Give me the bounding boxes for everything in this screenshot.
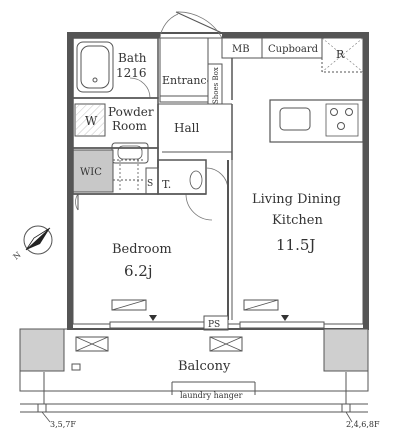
bedroom: Bedroom 6.2j bbox=[112, 242, 172, 280]
wall-right bbox=[363, 33, 368, 329]
bath-door-arc bbox=[129, 77, 151, 99]
wall-left bbox=[68, 33, 73, 329]
bedroom-label: Bedroom bbox=[112, 242, 172, 257]
bath-size: 1216 bbox=[116, 66, 147, 80]
shoes-box-label: Shoes Box bbox=[212, 67, 220, 104]
partitions bbox=[73, 160, 233, 320]
living-size: 11.5J bbox=[276, 236, 315, 254]
ac-arrow-bedroom bbox=[149, 315, 157, 321]
hall-door-arc bbox=[185, 193, 213, 221]
floor-pointer-right bbox=[345, 411, 353, 423]
entrance-door-leaf bbox=[175, 11, 223, 34]
toilet-door-arc bbox=[205, 167, 229, 191]
wic-label: WIC bbox=[80, 167, 102, 178]
laundry-hanger-label: laundry hanger bbox=[180, 391, 243, 400]
ps-shaft: PS bbox=[203, 315, 229, 331]
r-box-diagonal-2 bbox=[321, 37, 364, 73]
balcony-wall-left bbox=[19, 328, 65, 372]
ps-label: PS bbox=[208, 320, 220, 330]
wic-fill bbox=[72, 149, 114, 193]
wall-blocks bbox=[68, 33, 368, 329]
railing-foot-left bbox=[37, 403, 47, 413]
kitchen-counter bbox=[269, 99, 364, 143]
floor-pointer-left bbox=[41, 411, 51, 423]
burner-2 bbox=[345, 108, 353, 116]
r-box bbox=[321, 37, 364, 73]
burner-3 bbox=[337, 122, 345, 130]
powder-room-label-2: Room bbox=[112, 119, 147, 133]
r-label: R bbox=[336, 48, 345, 61]
entrance-door-arc bbox=[175, 11, 223, 39]
ac-unit-living bbox=[243, 299, 279, 311]
living-room: Living Dining Kitchen 11.5J bbox=[252, 192, 341, 254]
ac-unit-bedroom bbox=[111, 299, 147, 311]
storage-toilet: S T. bbox=[145, 159, 229, 221]
bath-room: Bath 1216 bbox=[72, 37, 159, 99]
floor-label-left: 3,5,7F bbox=[50, 420, 76, 429]
kitchen-sink-icon bbox=[279, 107, 311, 131]
outdoor-unit-left bbox=[75, 336, 109, 352]
hall-label: Hall bbox=[174, 121, 199, 135]
railing: 3,5,7F 2,4,6,8F bbox=[20, 372, 380, 429]
outdoor-unit-right bbox=[209, 336, 243, 352]
washer-hatch bbox=[76, 105, 104, 135]
window-bedroom bbox=[109, 321, 205, 329]
living-label-1: Living Dining bbox=[252, 192, 341, 207]
compass-ring bbox=[23, 225, 53, 255]
entrance-step bbox=[159, 95, 209, 103]
mb-cupboard: MB Cupboard R bbox=[221, 37, 364, 100]
r-box-diagonal-1 bbox=[321, 37, 364, 73]
mb-label: MB bbox=[232, 44, 250, 55]
balcony-label: Balcony bbox=[178, 359, 231, 374]
railing-foot-right bbox=[341, 403, 351, 413]
entrance-floor bbox=[159, 37, 209, 103]
wic-closet: WIC bbox=[72, 147, 159, 211]
ac-unit-bedroom-slash bbox=[111, 299, 147, 311]
sink-bowl bbox=[117, 145, 143, 160]
bath-label: Bath bbox=[118, 51, 147, 65]
shoes-box: Shoes Box bbox=[207, 63, 223, 105]
powder-room-label-1: Powder bbox=[108, 105, 154, 119]
window-living bbox=[239, 321, 325, 329]
outdoor-unit-left-x2 bbox=[75, 336, 109, 352]
bedroom-size: 6.2j bbox=[124, 262, 153, 280]
bathtub-icon bbox=[76, 41, 114, 93]
toilet-icon bbox=[189, 170, 203, 190]
outdoor-unit-right-x2 bbox=[209, 336, 243, 352]
balcony-wall-right bbox=[323, 328, 369, 372]
ac-arrow-living bbox=[281, 315, 289, 321]
wall-top-left bbox=[68, 33, 160, 38]
compass: N bbox=[12, 225, 53, 262]
bathtub-inner bbox=[80, 45, 110, 89]
hall-area: Hall bbox=[157, 103, 233, 168]
living-label-2: Kitchen bbox=[272, 213, 323, 228]
compass-label: N bbox=[12, 250, 23, 261]
floor-label-right: 2,4,6,8F bbox=[346, 420, 380, 429]
washer-label: W bbox=[85, 114, 98, 128]
ps-box bbox=[203, 315, 229, 331]
storage-label: S bbox=[147, 179, 153, 189]
toilet-label: T. bbox=[162, 178, 171, 191]
drain-marker bbox=[71, 363, 81, 371]
entrance-label: Entrance bbox=[162, 74, 213, 87]
kitchen bbox=[269, 99, 364, 143]
washer-box bbox=[74, 103, 106, 137]
compass-needle-tail bbox=[25, 227, 51, 251]
stove-icon bbox=[325, 103, 359, 137]
powder-room: W Powder Room bbox=[72, 97, 159, 164]
bath-drain bbox=[92, 77, 98, 83]
ac-unit-living-slash bbox=[243, 299, 279, 311]
entrance-door-arc-2 bbox=[159, 13, 179, 39]
burner-1 bbox=[330, 108, 338, 116]
balcony: Balcony laundry hanger bbox=[19, 328, 369, 400]
wall-top-right bbox=[222, 33, 368, 38]
cupboard-label: Cupboard bbox=[268, 44, 319, 55]
